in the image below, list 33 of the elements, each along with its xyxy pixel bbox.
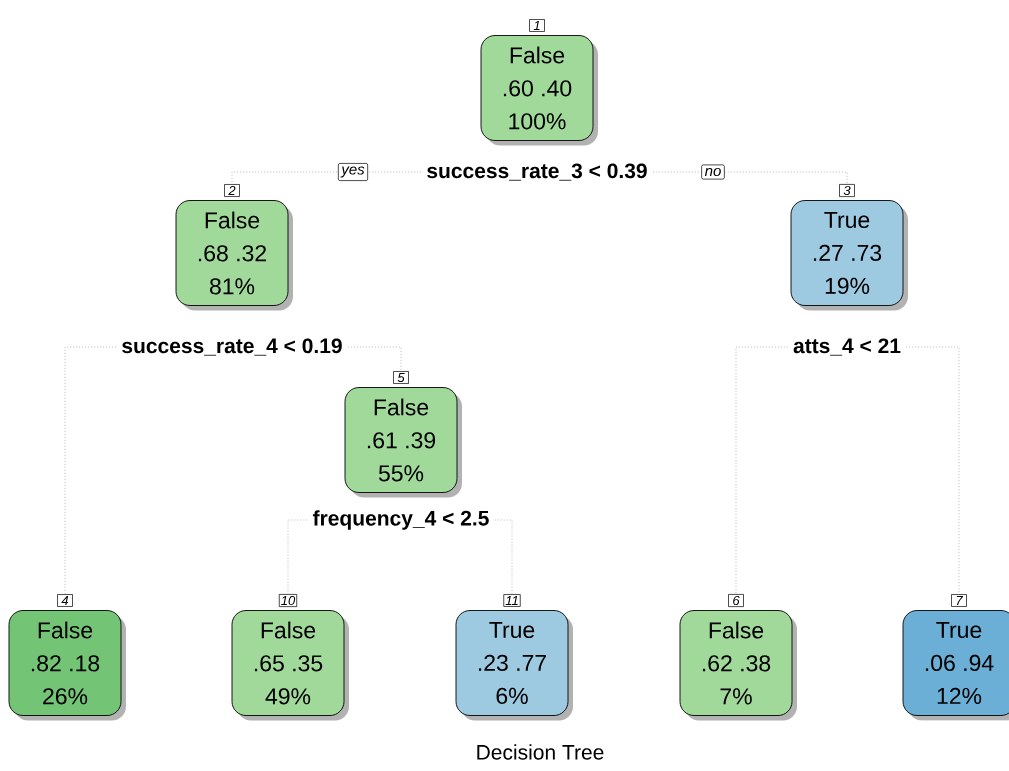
split-rule: success_rate_4 < 0.19 [122,338,342,356]
class-box: False .61 .39 55% [344,387,462,498]
connector-line [64,346,117,595]
class-box: False .68 .32 81% [175,200,293,311]
split-rule: success_rate_3 < 0.39 [427,163,647,181]
class-box: True .06 .94 12% [902,610,1009,721]
class-box: True .23 .77 6% [455,610,573,721]
split-rule: frequency_4 < 2.5 [312,510,489,530]
class-box: False .65 .35 49% [231,610,349,721]
node-number: 7 [951,594,967,607]
connector-line [906,346,960,595]
split-rule: atts_4 < 21 [793,338,901,356]
caption: Decision Tree [477,744,604,760]
node-number: 6 [728,594,744,607]
edge-label: yes [337,163,369,181]
class-box: False .82 .18 26% [8,610,126,721]
connector-line [494,519,513,595]
connector-line [652,171,848,185]
class-box: False .60 .40 100% [480,35,598,146]
connector-line [287,519,308,595]
node-number: 11 [503,594,521,607]
node-number: 5 [393,371,409,384]
node-number: 4 [57,594,73,607]
connector-line [735,346,788,595]
connector-line [347,346,402,372]
edge-label: no [701,164,725,180]
node-number: 1 [529,19,545,32]
connector-line [231,171,422,185]
node-number: 10 [278,594,298,607]
node-number: 3 [839,184,855,197]
class-box: True .27 .73 19% [790,200,908,311]
class-box: False .62 .38 7% [679,610,797,721]
node-number: 2 [224,184,240,197]
